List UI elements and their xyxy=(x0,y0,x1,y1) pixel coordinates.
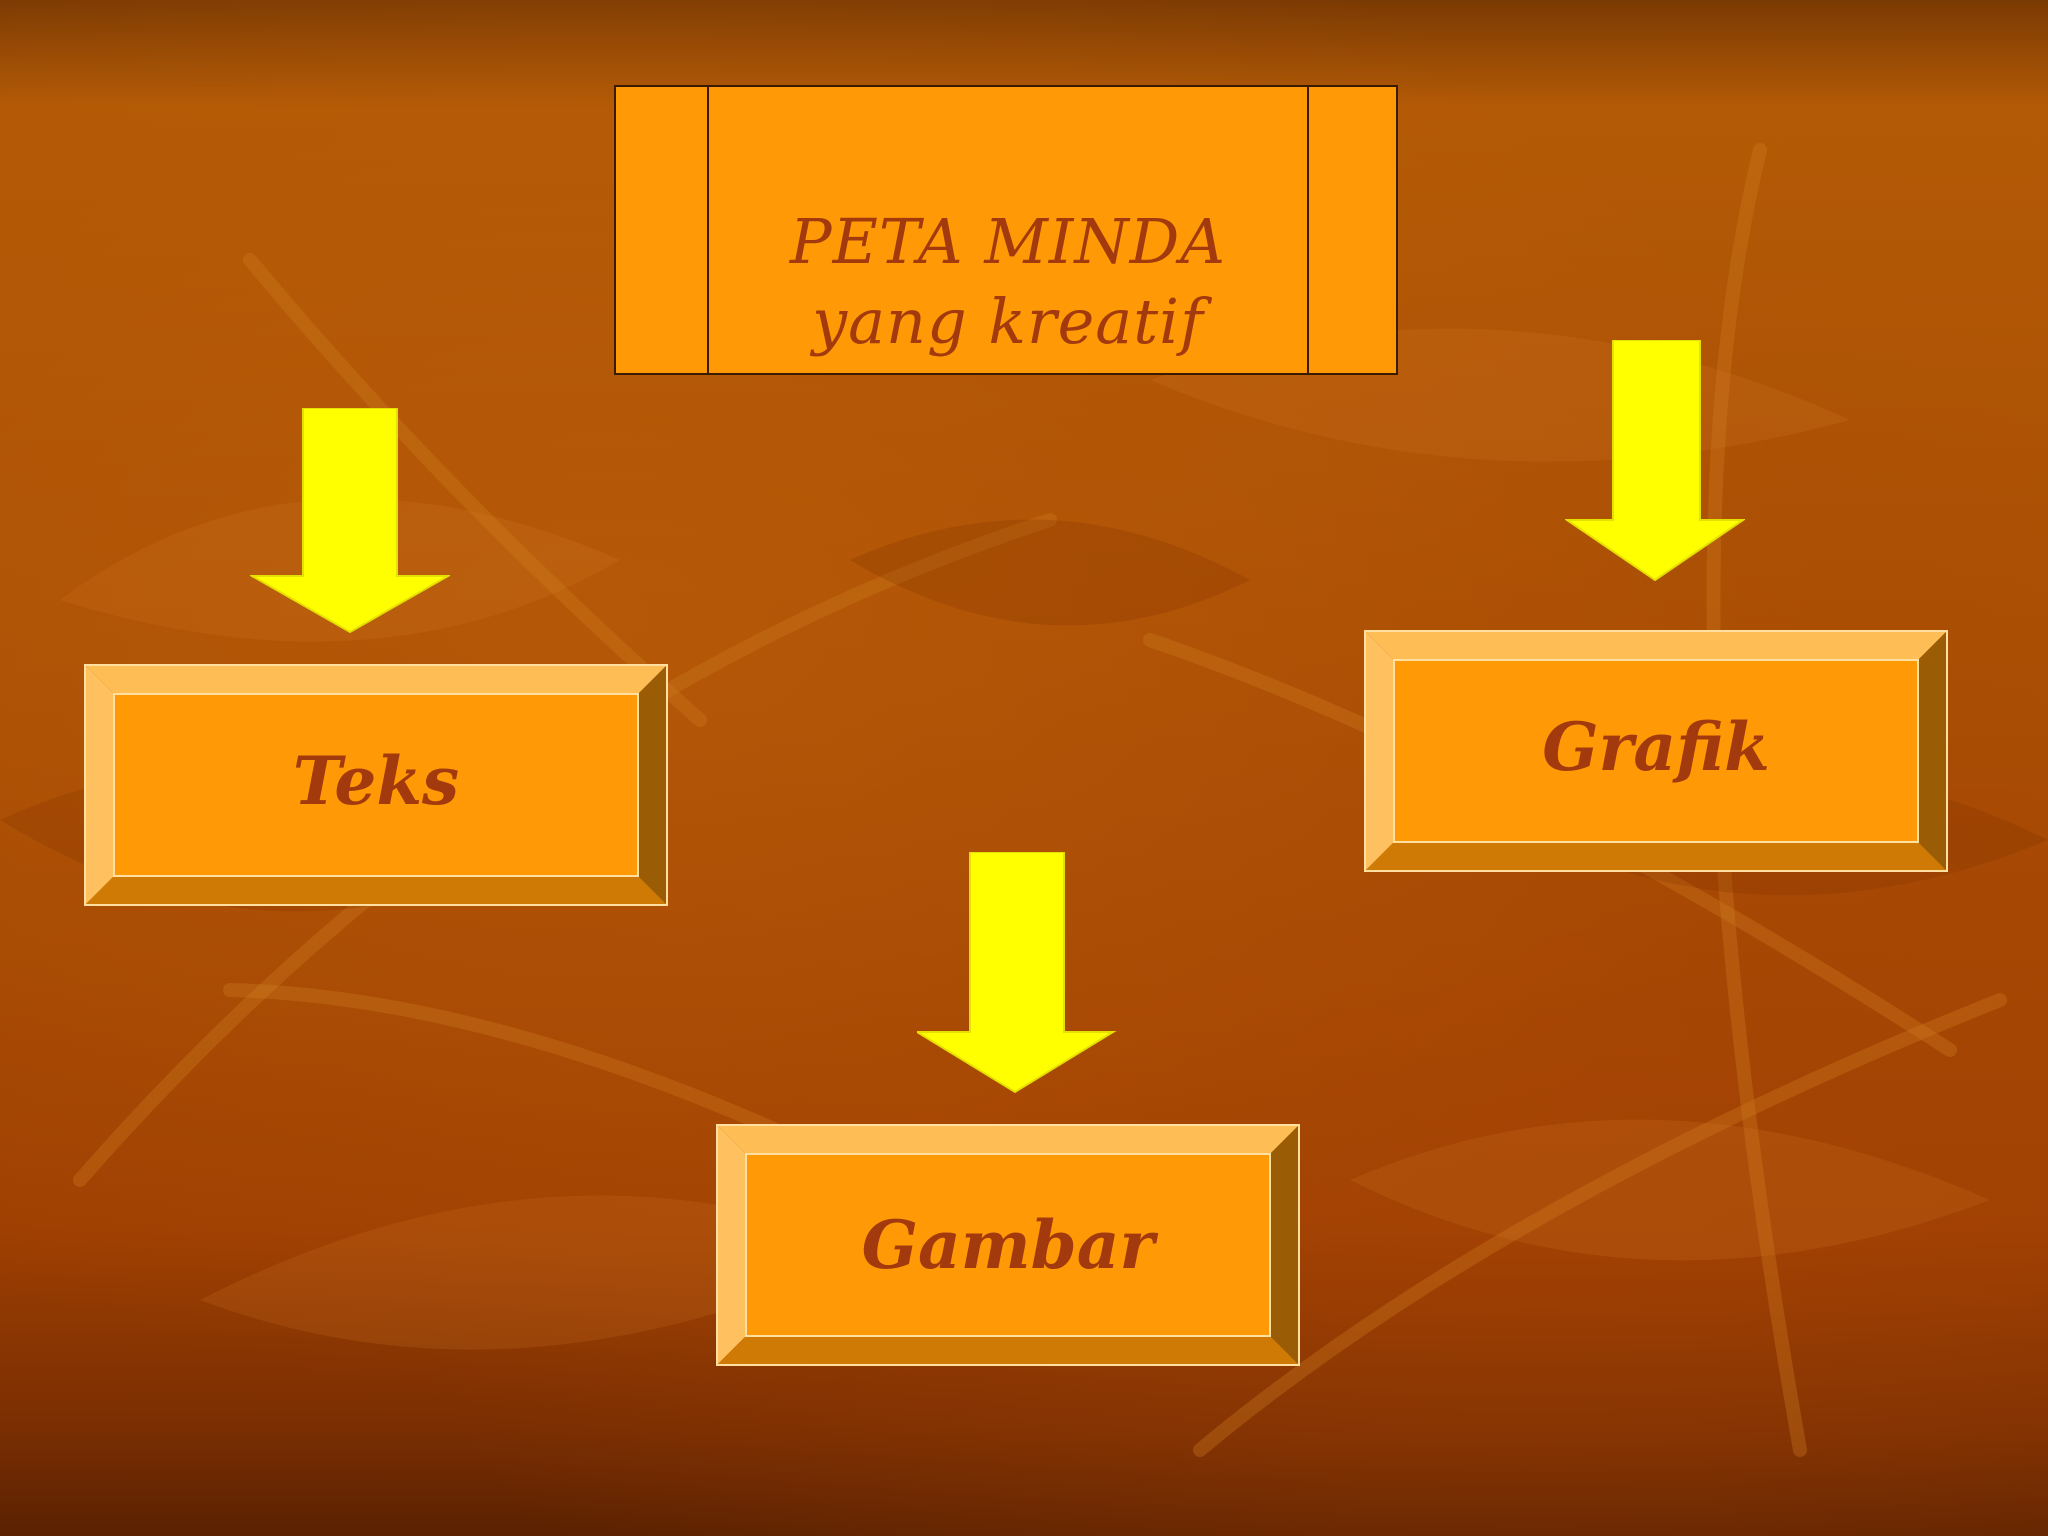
title-box-left-stripe xyxy=(707,87,709,373)
node-box-teks: Teks xyxy=(84,664,668,906)
node-label-teks: Teks xyxy=(292,742,460,820)
bevel-frame-grafik xyxy=(1364,630,1948,872)
bevel-frame-gambar xyxy=(716,1124,1300,1366)
node-label-grafik: Grafik xyxy=(1542,708,1770,786)
arrow-down-gambar-icon xyxy=(917,852,1117,1094)
node-label-gambar: Gambar xyxy=(861,1206,1155,1284)
bevel-frame-teks xyxy=(84,664,668,906)
node-box-grafik: Grafik xyxy=(1364,630,1948,872)
node-box-gambar: Gambar xyxy=(716,1124,1300,1366)
title-box: PETA MINDA yang kreatif xyxy=(614,85,1398,375)
title-box-right-stripe xyxy=(1307,87,1309,373)
title-line-2: yang kreatif xyxy=(812,285,1204,358)
title-text: PETA MINDA yang kreatif xyxy=(708,202,1308,362)
arrow-down-grafik-icon xyxy=(1565,340,1745,582)
arrow-down-teks-icon xyxy=(250,408,450,634)
title-line-1: PETA MINDA xyxy=(789,205,1227,278)
